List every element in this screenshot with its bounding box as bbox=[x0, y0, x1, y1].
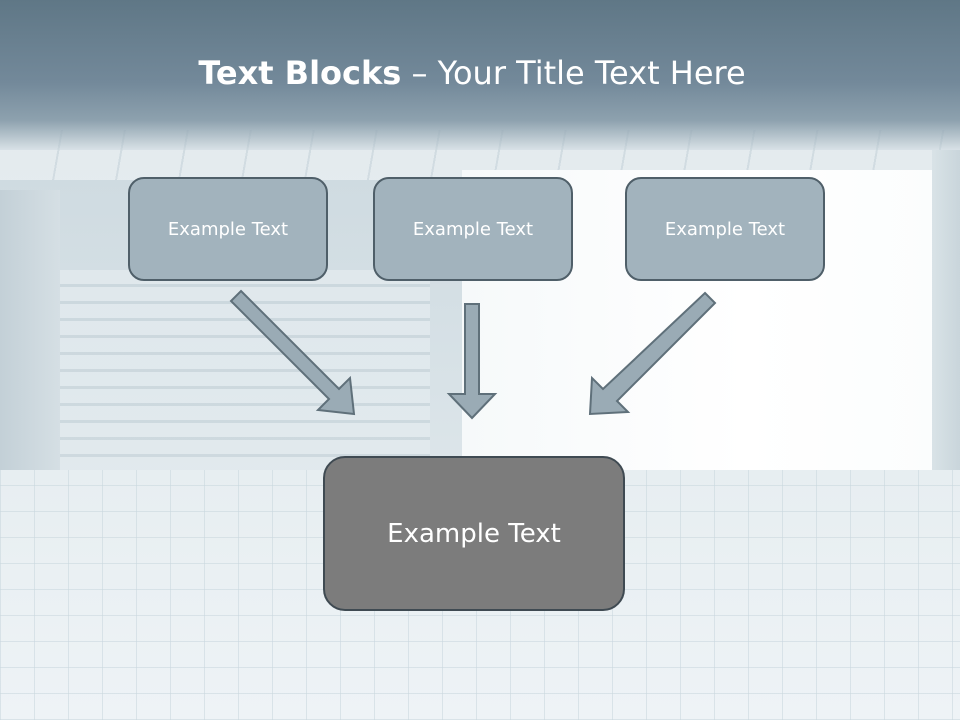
text-block-1-label: Example Text bbox=[167, 218, 289, 240]
slide-title: Text Blocks – Your Title Text Here bbox=[0, 54, 944, 92]
stair-side-wall bbox=[0, 190, 60, 520]
text-block-3-label: Example Text bbox=[664, 218, 786, 240]
text-block-3[interactable]: Example Text bbox=[625, 177, 825, 281]
target-text-block[interactable]: Example Text bbox=[323, 456, 625, 611]
text-block-2-label: Example Text bbox=[412, 218, 534, 240]
target-text-block-label: Example Text bbox=[387, 518, 561, 549]
slide-title-rest: – Your Title Text Here bbox=[401, 54, 746, 92]
slide-title-bold: Text Blocks bbox=[198, 54, 402, 92]
text-block-2[interactable]: Example Text bbox=[373, 177, 573, 281]
text-block-1[interactable]: Example Text bbox=[128, 177, 328, 281]
title-band bbox=[0, 0, 960, 150]
